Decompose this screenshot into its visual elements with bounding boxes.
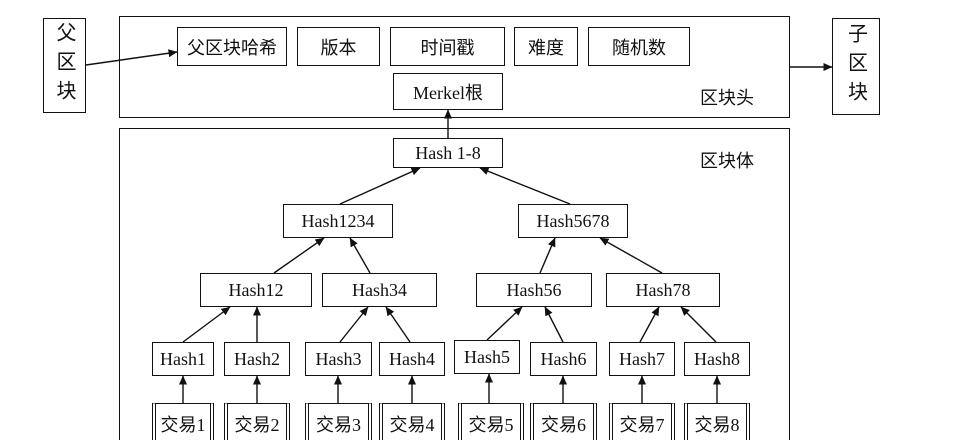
- leaf-hash8: Hash8: [684, 342, 750, 376]
- leaf-hash4: Hash4: [379, 342, 445, 376]
- leaf-hash7: Hash7: [609, 342, 675, 376]
- child-block: 子区块: [832, 18, 880, 115]
- node-hash1234: Hash1234: [283, 204, 393, 238]
- node-hash12: Hash12: [200, 273, 312, 307]
- transaction-1: 交易1: [152, 403, 214, 440]
- field-timestamp: 时间戳: [390, 27, 505, 66]
- leaf-hash5: Hash5: [454, 340, 520, 374]
- field-nonce: 随机数: [588, 27, 690, 66]
- block-header-frame: [119, 16, 790, 118]
- transaction-6: 交易6: [530, 403, 597, 440]
- transaction-8: 交易8: [684, 403, 750, 440]
- parent-block-text: 父区块: [53, 22, 75, 109]
- transaction-5: 交易5: [458, 403, 524, 440]
- block-body-frame: [119, 128, 790, 440]
- field-merkle-root: Merkel根: [393, 73, 503, 110]
- node-hash-1-8: Hash 1-8: [393, 138, 503, 168]
- field-version: 版本: [297, 27, 380, 66]
- leaf-hash3: Hash3: [305, 342, 372, 376]
- field-difficulty: 难度: [514, 27, 578, 66]
- block-body-label: 区块体: [700, 151, 754, 171]
- leaf-hash2: Hash2: [224, 342, 290, 376]
- leaf-hash1: Hash1: [152, 342, 214, 376]
- node-hash5678: Hash5678: [518, 204, 628, 238]
- node-hash34: Hash34: [322, 273, 437, 307]
- child-block-text: 子区块: [844, 23, 867, 110]
- transaction-4: 交易4: [379, 403, 445, 440]
- parent-block: 父区块: [43, 18, 86, 113]
- field-parent-hash: 父区块哈希: [177, 27, 287, 66]
- node-hash56: Hash56: [476, 273, 592, 307]
- transaction-7: 交易7: [609, 403, 675, 440]
- leaf-hash6: Hash6: [530, 342, 597, 376]
- node-hash78: Hash78: [606, 273, 720, 307]
- transaction-3: 交易3: [305, 403, 372, 440]
- block-header-label: 区块头: [700, 88, 754, 108]
- transaction-2: 交易2: [224, 403, 290, 440]
